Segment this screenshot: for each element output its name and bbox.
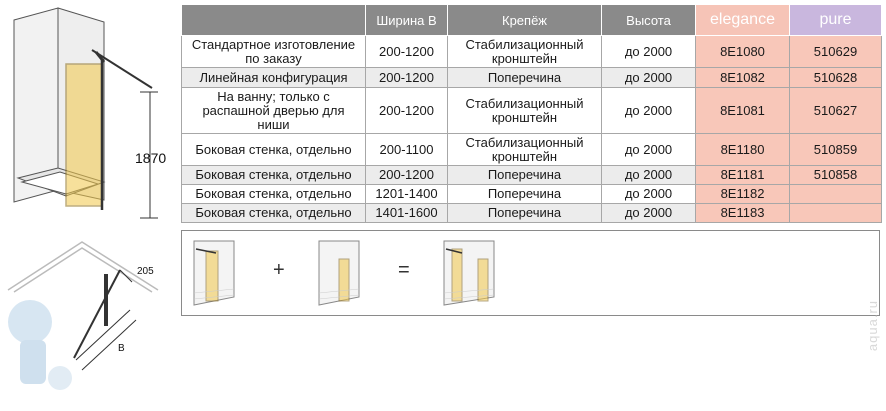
plus-sign: + <box>273 259 285 281</box>
row-description: Боковая стенка, отдельно <box>181 133 366 166</box>
table-row: Боковая стенка, отдельно 1201-1400 Попер… <box>181 184 882 204</box>
table-row: Боковая стенка, отдельно 200-1100 Стабил… <box>181 133 882 166</box>
table-row: Стандартное изготовление по заказу 200-1… <box>181 35 882 68</box>
row-width: 1201-1400 <box>365 184 448 204</box>
combination-diagram: + = <box>181 230 880 316</box>
row-height: до 2000 <box>601 184 696 204</box>
row-width: 200-1200 <box>365 87 448 134</box>
row-mount: Поперечина <box>447 184 602 204</box>
row-elegance-code: 8E1180 <box>695 133 790 166</box>
row-height: до 2000 <box>601 67 696 88</box>
row-mount: Поперечина <box>447 67 602 88</box>
header-mount: Крепёж <box>447 4 602 36</box>
row-pure-code <box>789 203 882 223</box>
header-pure: pure <box>789 4 882 36</box>
row-mount: Стабилизационный кронштейн <box>447 133 602 166</box>
height-dimension-label: 1870 <box>135 150 167 166</box>
row-mount: Стабилизационный кронштейн <box>447 35 602 68</box>
left-figures: 1870 205 B <box>0 0 180 411</box>
panel-b-drawing <box>318 240 360 306</box>
panel-a-drawing <box>193 240 235 306</box>
row-description: Боковая стенка, отдельно <box>181 165 366 185</box>
row-height: до 2000 <box>601 133 696 166</box>
row-description: Стандартное изготовление по заказу <box>181 35 366 68</box>
row-height: до 2000 <box>601 165 696 185</box>
row-description: Боковая стенка, отдельно <box>181 203 366 223</box>
header-width: Ширина B <box>365 4 448 36</box>
equals-sign: = <box>398 259 410 281</box>
row-description: На ванну; только с распашной дверью для … <box>181 87 366 134</box>
panel-combined-drawing <box>443 240 495 306</box>
row-elegance-code: 8E1081 <box>695 87 790 134</box>
table-row: Линейная конфигурация 200-1200 Поперечин… <box>181 67 882 88</box>
row-elegance-code: 8E1082 <box>695 67 790 88</box>
row-elegance-code: 8E1080 <box>695 35 790 68</box>
row-description: Боковая стенка, отдельно <box>181 184 366 204</box>
row-pure-code <box>789 184 882 204</box>
spec-table: Ширина B Крепёж Высота elegance pure Ста… <box>181 4 882 223</box>
row-mount: Поперечина <box>447 203 602 223</box>
header-elegance: elegance <box>695 4 790 36</box>
header-description <box>181 4 366 36</box>
row-width: 200-1200 <box>365 165 448 185</box>
table-row: Боковая стенка, отдельно 200-1200 Попере… <box>181 165 882 185</box>
header-height: Высота <box>601 4 696 36</box>
row-pure-code: 510627 <box>789 87 882 134</box>
row-height: до 2000 <box>601 87 696 134</box>
row-description: Линейная конфигурация <box>181 67 366 88</box>
row-mount: Поперечина <box>447 165 602 185</box>
row-width: 200-1200 <box>365 35 448 68</box>
watermark: aqua.ru <box>865 300 880 352</box>
spec-table-header: Ширина B Крепёж Высота elegance pure <box>181 4 882 36</box>
shower-panel-3d-drawing <box>13 7 158 219</box>
width-dimension-label: B <box>118 343 125 354</box>
row-pure-code: 510858 <box>789 165 882 185</box>
table-row: На ванну; только с распашной дверью для … <box>181 87 882 134</box>
row-width: 1401-1600 <box>365 203 448 223</box>
table-row: Боковая стенка, отдельно 1401-1600 Попер… <box>181 203 882 223</box>
row-elegance-code: 8E1182 <box>695 184 790 204</box>
row-pure-code: 510628 <box>789 67 882 88</box>
row-width: 200-1200 <box>365 67 448 88</box>
row-height: до 2000 <box>601 35 696 68</box>
row-elegance-code: 8E1181 <box>695 165 790 185</box>
row-width: 200-1100 <box>365 133 448 166</box>
row-elegance-code: 8E1183 <box>695 203 790 223</box>
shower-top-view-drawing <box>7 241 159 390</box>
row-pure-code: 510629 <box>789 35 882 68</box>
row-pure-code: 510859 <box>789 133 882 166</box>
row-height: до 2000 <box>601 203 696 223</box>
depth-dimension-label: 205 <box>137 266 154 277</box>
row-mount: Стабилизационный кронштейн <box>447 87 602 134</box>
